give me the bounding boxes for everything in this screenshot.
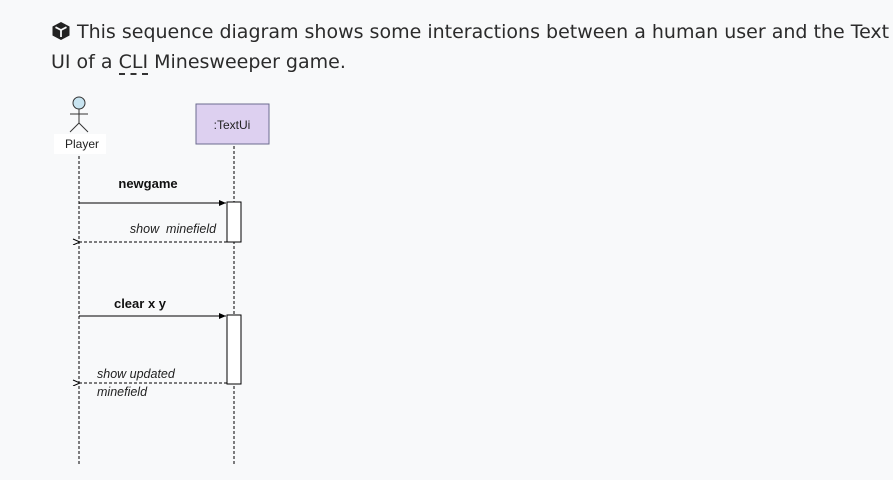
package-icon	[52, 22, 70, 40]
return-label-line2: minefield	[97, 385, 148, 399]
textui-object-box	[195, 103, 270, 145]
caption-text-end: Minesweeper game.	[148, 51, 346, 73]
return-label-line1: show updated	[97, 367, 176, 381]
activation-bar	[226, 314, 242, 385]
diagram-caption: This sequence diagram shows some interac…	[51, 17, 891, 77]
actor-label: Player	[65, 137, 99, 151]
message-label: clear x y	[114, 296, 167, 311]
actor-label-bg	[54, 134, 106, 154]
message-label: newgame	[118, 176, 177, 191]
textui-object-label: :TextUi	[214, 118, 251, 132]
activation-bar	[226, 201, 242, 243]
cli-abbreviation[interactable]: CLI	[118, 51, 149, 75]
caption-text-start: This sequence diagram shows some interac…	[51, 21, 890, 73]
player-actor-icon	[69, 96, 89, 133]
return-label: show minefield	[130, 222, 217, 236]
